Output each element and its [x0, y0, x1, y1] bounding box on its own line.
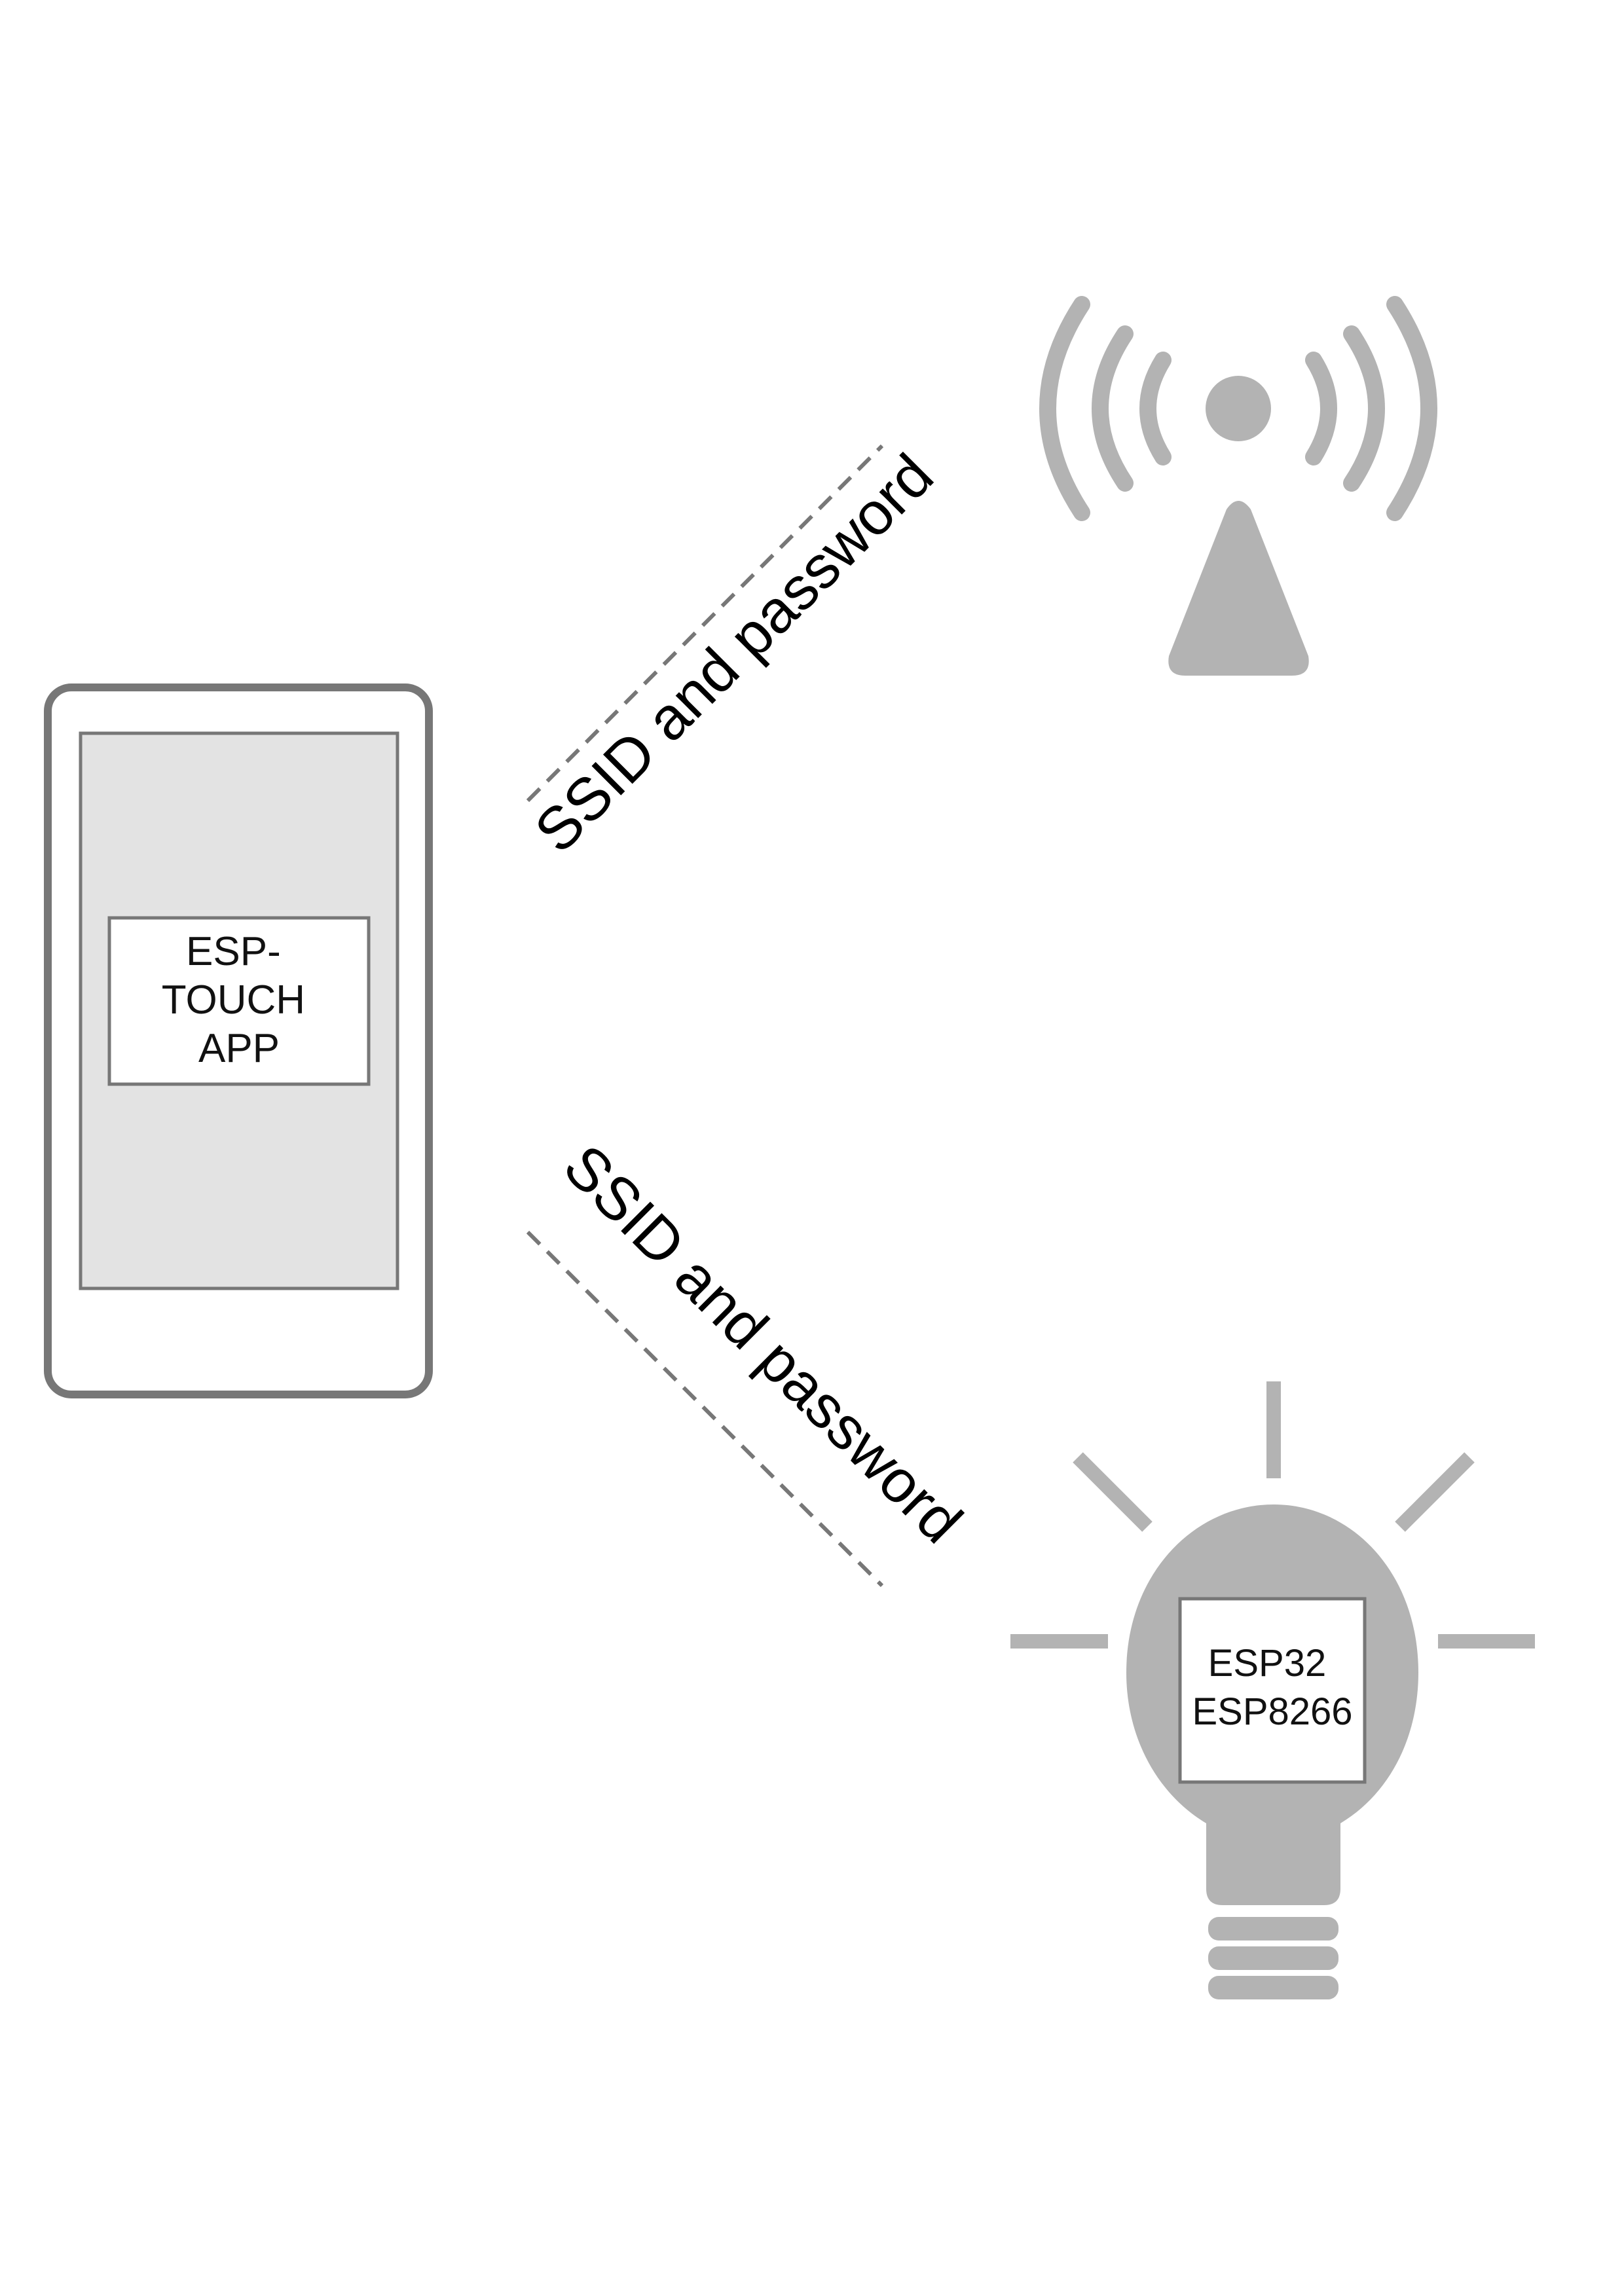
light-ray-top-left — [1073, 1452, 1153, 1532]
app-label-line-2: TOUCH — [162, 977, 305, 1023]
app-label: ESP- TOUCH APP — [162, 929, 317, 1071]
arrow-label-device: SSID and password — [551, 1133, 974, 1556]
signal-wave-left-3 — [1039, 296, 1090, 521]
signal-wave-right-2 — [1343, 325, 1385, 492]
chip-box — [1178, 1597, 1367, 1784]
light-rays — [1010, 1381, 1535, 1649]
chip-label: ESP32 ESP8266 — [1192, 1642, 1352, 1733]
arrow-phone-router — [526, 444, 884, 803]
signal-wave-right-1 — [1305, 352, 1337, 465]
chip-label-line-2: ESP8266 — [1192, 1690, 1352, 1733]
signal-wave-right-3 — [1386, 296, 1437, 521]
app-box — [107, 916, 371, 1086]
antenna-center-dot — [1206, 376, 1271, 441]
bulb-base-ring-3 — [1208, 1976, 1338, 1999]
app-label-line-1: ESP- — [186, 929, 281, 974]
light-ray-top-right — [1395, 1452, 1475, 1532]
signal-wave-left-2 — [1092, 325, 1134, 492]
arrow-label-router: SSID and password — [523, 442, 946, 866]
signal-wave-left-1 — [1139, 352, 1172, 465]
wifi-router-icon — [1039, 296, 1437, 676]
light-bulb-icon: ESP32 ESP8266 — [1010, 1381, 1535, 1999]
bulb-base-ring-1 — [1208, 1917, 1338, 1941]
chip-label-line-1: ESP32 — [1208, 1642, 1327, 1685]
bulb-base-ring-2 — [1208, 1946, 1338, 1970]
smartphone-icon: ESP- TOUCH APP — [44, 683, 433, 1398]
signal-waves — [1039, 296, 1437, 521]
antenna-mast — [1168, 501, 1309, 676]
app-label-line-3: APP — [198, 1026, 280, 1071]
arrow-phone-device — [526, 1230, 884, 1588]
